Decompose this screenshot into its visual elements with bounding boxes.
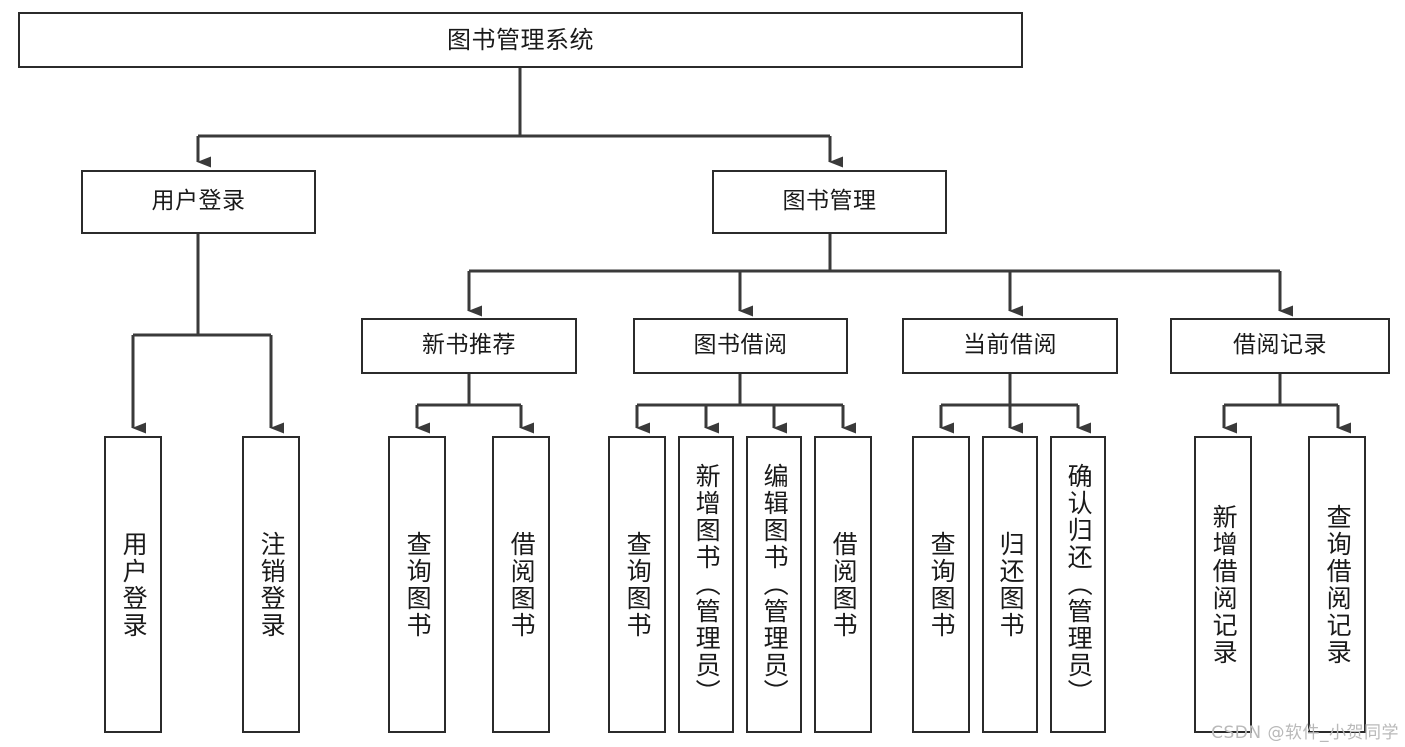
node-label: 用户登录 xyxy=(151,188,246,215)
node-label: 确认归还（管理员） xyxy=(1064,463,1094,706)
node-label: 借阅记录 xyxy=(1233,332,1327,359)
node-leaf-borrow-book-recommend[interactable]: 借阅图书 xyxy=(492,436,550,733)
node-label: 新增借阅记录 xyxy=(1209,503,1239,666)
node-leaf-query-book-recommend[interactable]: 查询图书 xyxy=(388,436,446,733)
node-leaf-user-logout[interactable]: 注销登录 xyxy=(242,436,300,733)
node-label: 新增图书（管理员） xyxy=(692,463,722,706)
node-leaf-confirm-return-admin[interactable]: 确认归还（管理员） xyxy=(1050,436,1106,733)
node-leaf-add-borrow-record[interactable]: 新增借阅记录 xyxy=(1194,436,1252,733)
node-label: 查询图书 xyxy=(623,530,653,639)
node-label: 新书推荐 xyxy=(422,332,516,359)
node-new-book-recommend[interactable]: 新书推荐 xyxy=(361,318,577,374)
node-label: 注销登录 xyxy=(257,530,287,639)
node-label: 当前借阅 xyxy=(963,332,1057,359)
watermark-text: CSDN @软件_小贺同学 xyxy=(1211,723,1399,743)
node-label: 查询借阅记录 xyxy=(1323,503,1353,666)
node-borrow-record[interactable]: 借阅记录 xyxy=(1170,318,1390,374)
node-root-book-management-system[interactable]: 图书管理系统 xyxy=(18,12,1023,68)
node-label: 图书借阅 xyxy=(693,332,788,359)
node-label: 借阅图书 xyxy=(507,530,537,639)
node-leaf-add-book-admin[interactable]: 新增图书（管理员） xyxy=(678,436,734,733)
node-leaf-query-book-borrow[interactable]: 查询图书 xyxy=(608,436,666,733)
node-label: 图书管理 xyxy=(782,188,877,215)
node-label: 查询图书 xyxy=(927,530,957,639)
node-leaf-return-book[interactable]: 归还图书 xyxy=(982,436,1038,733)
node-book-manage[interactable]: 图书管理 xyxy=(712,170,947,234)
node-leaf-query-book-current[interactable]: 查询图书 xyxy=(912,436,970,733)
node-leaf-user-login[interactable]: 用户登录 xyxy=(104,436,162,733)
node-label: 借阅图书 xyxy=(829,530,859,639)
node-label: 图书管理系统 xyxy=(447,25,594,54)
node-current-borrow[interactable]: 当前借阅 xyxy=(902,318,1118,374)
node-leaf-query-borrow-record[interactable]: 查询借阅记录 xyxy=(1308,436,1366,733)
node-label: 归还图书 xyxy=(996,530,1026,639)
node-leaf-edit-book-admin[interactable]: 编辑图书（管理员） xyxy=(746,436,802,733)
node-leaf-borrow-book-borrow[interactable]: 借阅图书 xyxy=(814,436,872,733)
node-book-borrow[interactable]: 图书借阅 xyxy=(633,318,848,374)
node-user-login[interactable]: 用户登录 xyxy=(81,170,316,234)
node-label: 用户登录 xyxy=(119,530,149,639)
node-label: 查询图书 xyxy=(403,530,433,639)
node-label: 编辑图书（管理员） xyxy=(760,463,790,706)
